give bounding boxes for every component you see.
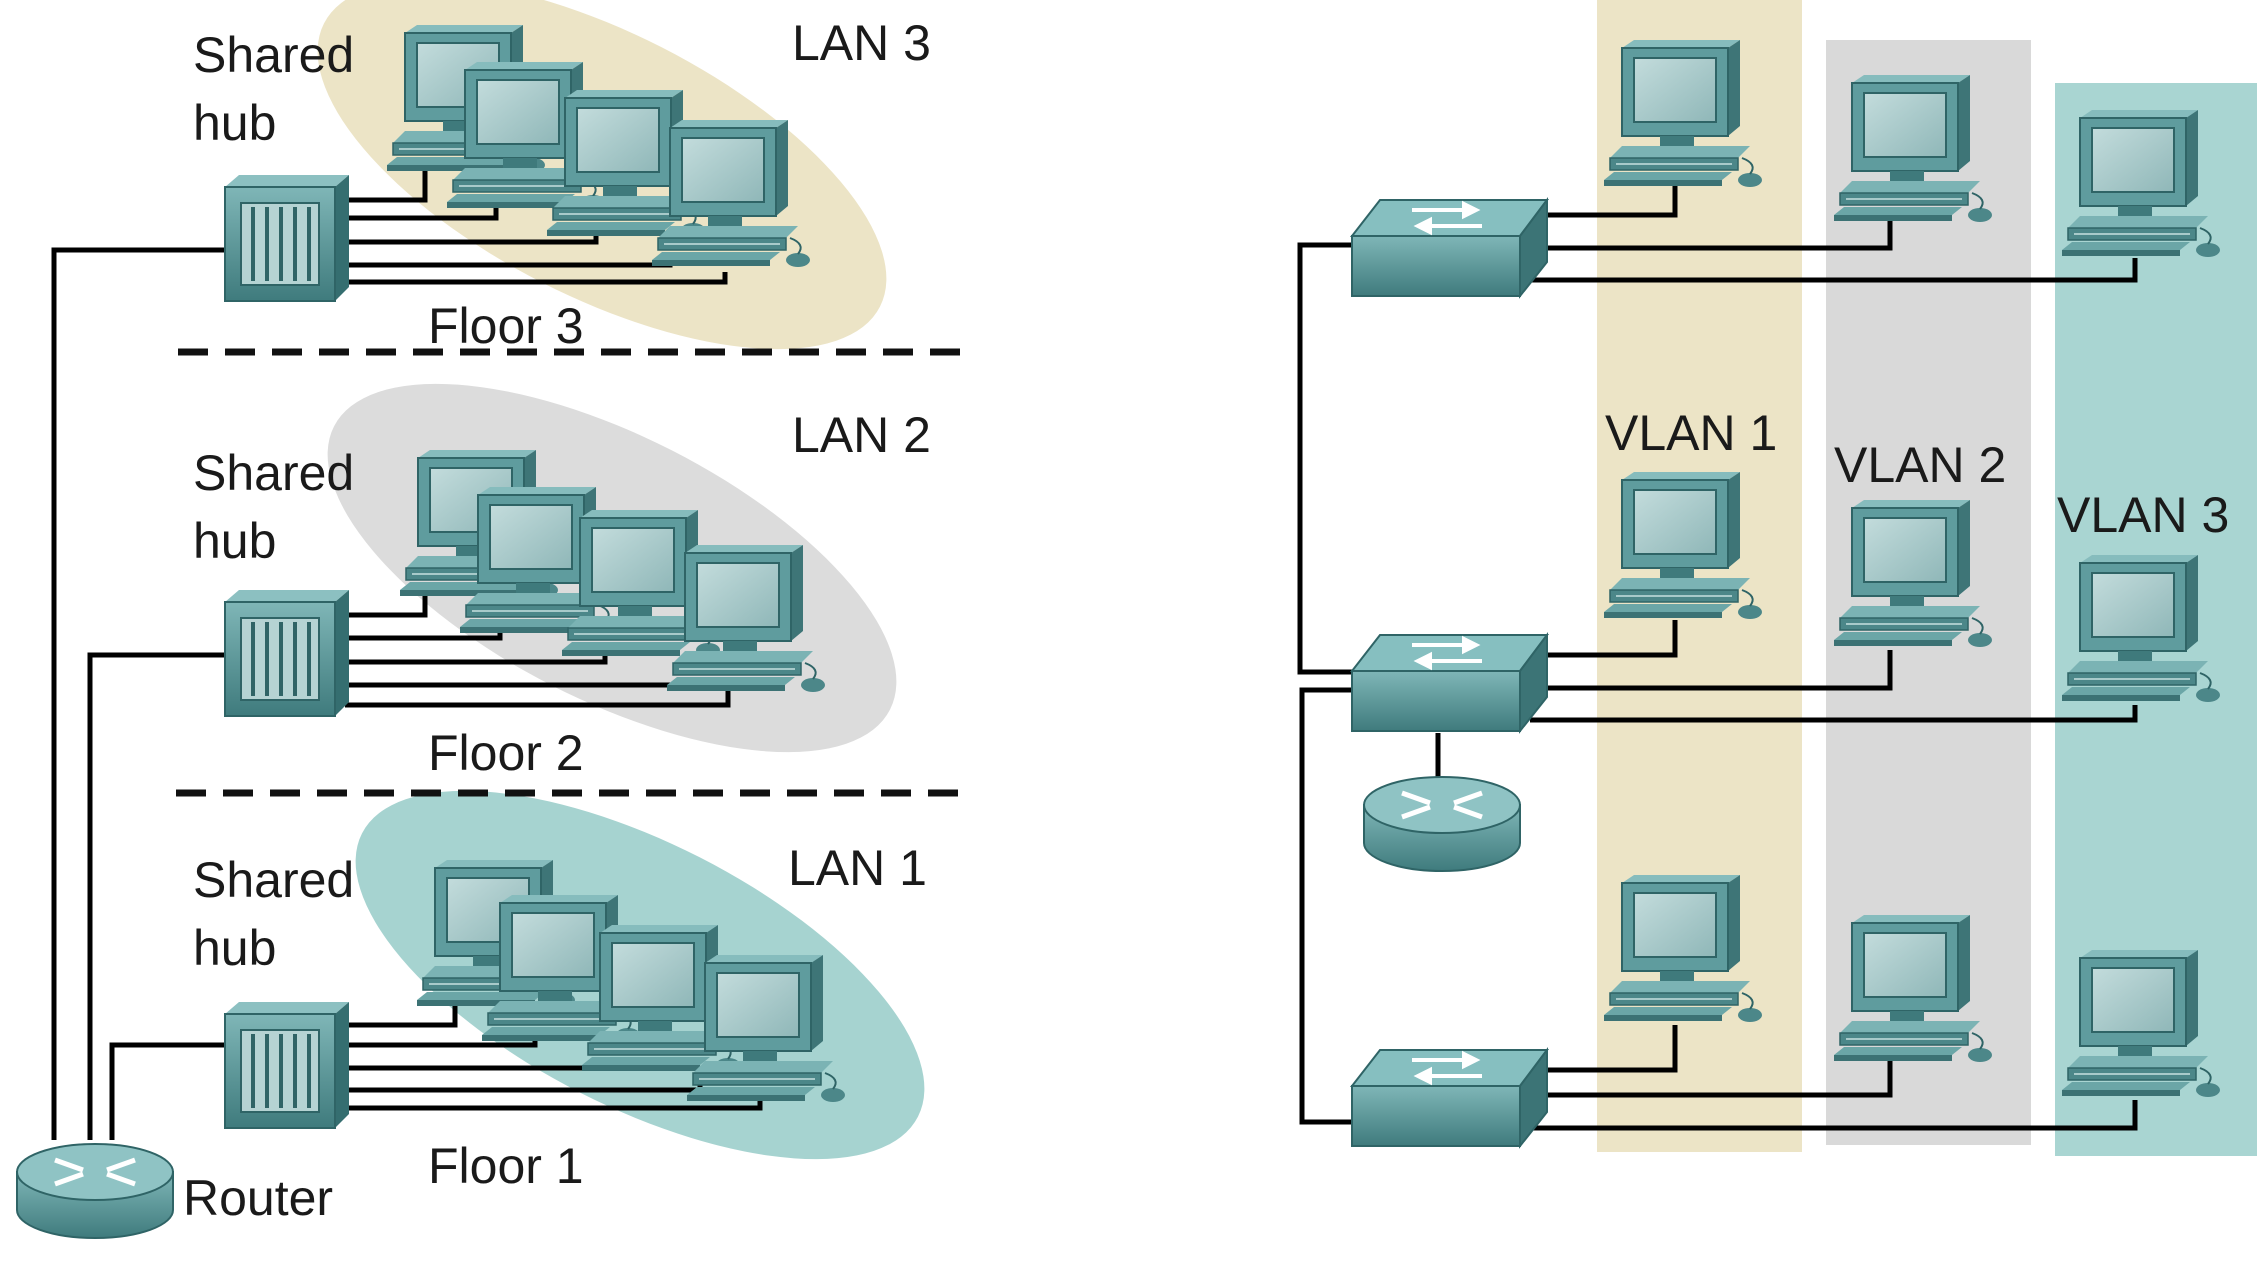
lan-label-3: LAN 3 [792, 15, 931, 71]
trunk-link-top-middle [1297, 242, 1355, 675]
pc-icon [1833, 914, 1993, 1063]
floor-label-3: Floor 3 [428, 298, 584, 354]
router-link-lan1 [109, 1042, 228, 1140]
hub-label-line1-floor3: Shared [193, 27, 354, 83]
hub-label-line2-floor3: hub [193, 95, 276, 151]
pc-icon [1833, 74, 1993, 223]
hub-label-line1-floor2: Shared [193, 445, 354, 501]
middle-switch-links [1530, 620, 2138, 723]
pc-icon [686, 954, 846, 1103]
switch-icon [1350, 198, 1549, 298]
top-switch-links [1530, 180, 2138, 283]
pc-icon [1603, 874, 1763, 1023]
right-diagram: VLAN 1 VLAN 2 VLAN 3 [1297, 0, 2257, 1156]
router-icon [1364, 777, 1520, 871]
bottom-switch-links [1530, 1025, 2138, 1131]
hub-icon [223, 588, 351, 718]
pc-icon [651, 119, 811, 268]
pc-icon [1833, 499, 1993, 648]
pc-icon [2061, 949, 2221, 1098]
lan-label-2: LAN 2 [792, 407, 931, 463]
hub-icon [223, 1000, 351, 1130]
hub-label-line2-floor2: hub [193, 513, 276, 569]
vlan-label-3: VLAN 3 [2057, 487, 2229, 543]
pc-icon [2061, 554, 2221, 703]
pc-icon [1603, 471, 1763, 620]
router-icon [17, 1144, 173, 1238]
floor-label-2: Floor 2 [428, 725, 584, 781]
pc-icon [1603, 39, 1763, 188]
vlan-label-1: VLAN 1 [1605, 405, 1777, 461]
hub-icon [223, 173, 351, 303]
switch-icon [1350, 633, 1549, 733]
switch-icon [1350, 1048, 1549, 1148]
lan-label-1: LAN 1 [788, 840, 927, 896]
left-diagram: Shared hub LAN 3 Floor 3 Shared hub LAN … [17, 0, 960, 1238]
pc-icon [2061, 109, 2221, 258]
trunk-link-middle-bottom [1299, 687, 1355, 1125]
floor-label-1: Floor 1 [428, 1138, 584, 1194]
router-label: Router [183, 1170, 333, 1226]
vlan-label-2: VLAN 2 [1834, 437, 2006, 493]
router-link-lan3 [51, 247, 228, 1140]
router-link-lan2 [87, 652, 228, 1140]
hub-label-line1-floor1: Shared [193, 852, 354, 908]
hub-label-line2-floor1: hub [193, 920, 276, 976]
pc-icon [666, 544, 826, 693]
